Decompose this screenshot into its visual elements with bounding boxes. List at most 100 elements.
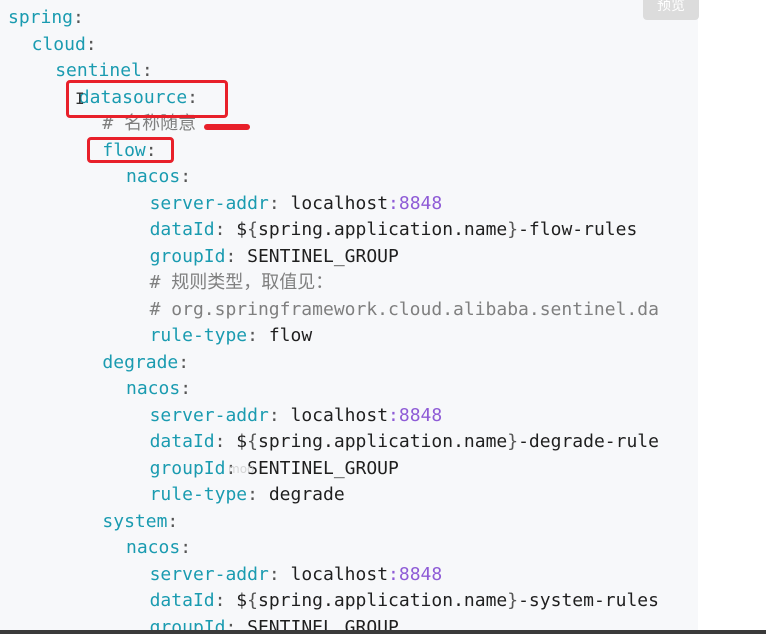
yaml-separator: :	[268, 404, 280, 426]
code-line: cloud:	[32, 32, 97, 58]
yaml-separator: :	[180, 537, 192, 558]
yaml-key: rule-type	[149, 325, 248, 346]
yaml-key: cloud	[31, 33, 86, 55]
yaml-separator: :	[141, 60, 153, 81]
yaml-separator: :	[268, 192, 280, 214]
yaml-value: spring.application.name	[258, 219, 508, 240]
yaml-value: }	[507, 431, 519, 452]
yaml-key: rule-type	[149, 484, 248, 505]
code-line: # 名称随意	[102, 111, 196, 137]
yaml-value: SENTINEL_GROUP	[236, 245, 399, 267]
yaml-value: {	[247, 219, 258, 240]
yaml-separator: :	[214, 431, 226, 452]
yaml-key: datasource	[78, 86, 188, 108]
yaml-value: -degrade-rule	[518, 431, 659, 452]
yaml-value: localhost	[279, 563, 389, 585]
code-comment: # 规则类型，取值见：	[149, 272, 334, 293]
yaml-separator: :	[85, 33, 97, 55]
yaml-separator: :	[180, 378, 192, 399]
text-cursor-icon: I	[75, 89, 85, 108]
yaml-key: groupId	[149, 616, 226, 634]
code-line: nacos:	[126, 376, 191, 402]
yaml-value: localhost	[279, 404, 389, 426]
code-line: flow:	[102, 138, 156, 164]
code-line: spring:	[8, 5, 84, 31]
yaml-separator: :	[178, 351, 190, 373]
yaml-separator: :	[268, 563, 280, 585]
yaml-separator: :	[247, 484, 258, 505]
code-line: # 规则类型，取值见：	[150, 270, 334, 296]
yaml-value: -system-rules	[518, 590, 659, 611]
yaml-key: spring	[8, 7, 74, 28]
yaml-key: dataId	[149, 219, 215, 240]
code-comment: # org.springframework.cloud.alibaba.sent…	[149, 298, 659, 320]
yaml-key: system	[102, 510, 168, 532]
code-line: server-addr: localhost:8848	[150, 403, 443, 429]
yaml-key: degrade	[102, 351, 179, 373]
yaml-value: $	[225, 219, 248, 240]
code-line: degrade:	[102, 350, 189, 376]
code-line: # org.springframework.cloud.alibaba.sent…	[150, 297, 659, 323]
yaml-key: sentinel	[55, 60, 142, 81]
code-comment: # 名称随意	[102, 113, 197, 134]
code-line: sentinel:	[55, 58, 153, 84]
yaml-separator: :	[247, 325, 258, 346]
yaml-separator: :	[167, 510, 179, 532]
yaml-value: }	[507, 590, 519, 611]
yaml-key: nacos	[126, 166, 181, 187]
yaml-separator: :	[225, 616, 237, 634]
yaml-value: SENTINEL_GROUP	[236, 457, 399, 479]
yaml-key: server-addr	[149, 563, 269, 585]
bottom-divider	[0, 630, 766, 634]
yaml-key: groupId	[149, 457, 226, 479]
yaml-key: flow	[102, 139, 146, 161]
code-line: server-addr: localhost:8848	[150, 191, 443, 217]
yaml-value: }	[507, 219, 519, 240]
yaml-key: dataId	[149, 590, 215, 611]
yaml-separator: :	[214, 590, 226, 611]
code-line: nacos:	[126, 535, 191, 561]
right-gutter	[698, 0, 766, 634]
yaml-separator: :	[225, 457, 237, 479]
yaml-value: -flow-rules	[518, 219, 638, 240]
code-line: server-addr: localhost:8848	[150, 562, 443, 588]
yaml-value: $	[225, 590, 248, 611]
yaml-key: server-addr	[149, 192, 269, 214]
code-line: groupId: SENTINEL_GROUP	[150, 615, 399, 634]
highlight-comment-underline	[204, 124, 250, 130]
code-line: dataId: ${spring.application.name}-flow-…	[150, 217, 638, 243]
code-line: system:	[102, 509, 178, 535]
code-line: groupId: SENTINEL_GROUP	[150, 456, 399, 482]
yaml-number: :8848	[388, 192, 443, 214]
watermark-text: moo	[228, 462, 255, 476]
yaml-separator: :	[73, 7, 84, 28]
yaml-number: :8848	[388, 404, 443, 426]
code-line: groupId: SENTINEL_GROUP	[150, 244, 399, 270]
yaml-separator: :	[225, 245, 237, 267]
yaml-value: localhost	[279, 192, 389, 214]
yaml-number: :8848	[388, 563, 443, 585]
preview-button[interactable]: 预览	[643, 0, 699, 20]
code-line: rule-type: degrade	[150, 482, 345, 508]
code-line: datasource:	[79, 85, 198, 111]
yaml-value: spring.application.name	[258, 590, 508, 611]
code-line: rule-type: flow	[150, 323, 313, 349]
yaml-separator: :	[180, 166, 192, 187]
yaml-separator: :	[187, 86, 199, 108]
yaml-value: $	[225, 431, 248, 452]
yaml-separator: :	[214, 219, 226, 240]
yaml-key: dataId	[149, 431, 215, 452]
yaml-value: SENTINEL_GROUP	[236, 616, 399, 634]
code-line: nacos:	[126, 164, 191, 190]
yaml-value: {	[247, 590, 258, 611]
yaml-value: degrade	[257, 484, 345, 505]
yaml-separator: :	[145, 139, 157, 161]
yaml-value: {	[247, 431, 258, 452]
yaml-value: spring.application.name	[258, 431, 508, 452]
code-line: dataId: ${spring.application.name}-degra…	[150, 429, 659, 455]
yaml-key: groupId	[149, 245, 226, 267]
yaml-key: server-addr	[149, 404, 269, 426]
yaml-value: flow	[257, 325, 313, 346]
